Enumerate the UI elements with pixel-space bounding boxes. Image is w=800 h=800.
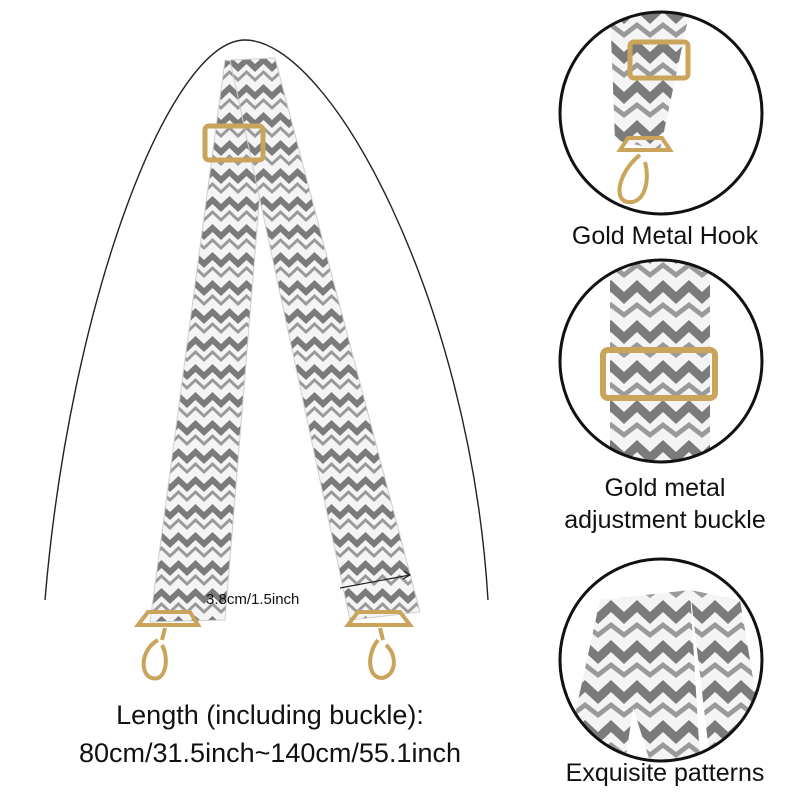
detail-pattern-frame bbox=[558, 557, 764, 763]
detail-hook-image bbox=[560, 12, 762, 214]
strap-width-label: 3.8cm/1.5inch bbox=[206, 591, 300, 608]
length-title: Length (including buckle): bbox=[116, 700, 424, 730]
strap-right bbox=[229, 57, 421, 621]
detail-hook-frame bbox=[558, 10, 764, 216]
left-hook-icon bbox=[133, 610, 202, 681]
buckle-caption-line2: adjustment buckle bbox=[564, 506, 766, 534]
detail-pattern-image bbox=[560, 559, 762, 761]
pattern-caption: Exquisite patterns bbox=[565, 759, 765, 787]
buckle-caption-line1: Gold metal bbox=[604, 474, 726, 502]
length-range: 80cm/31.5inch~140cm/55.1inch bbox=[79, 738, 461, 768]
strap-buckle bbox=[202, 123, 266, 163]
right-hook-icon bbox=[343, 610, 415, 681]
width-marker bbox=[339, 574, 411, 589]
hook-caption: Gold Metal Hook bbox=[571, 222, 759, 250]
detail-buckle-image bbox=[560, 260, 762, 462]
length-arc bbox=[44, 39, 489, 601]
detail-buckle-frame bbox=[558, 258, 764, 464]
